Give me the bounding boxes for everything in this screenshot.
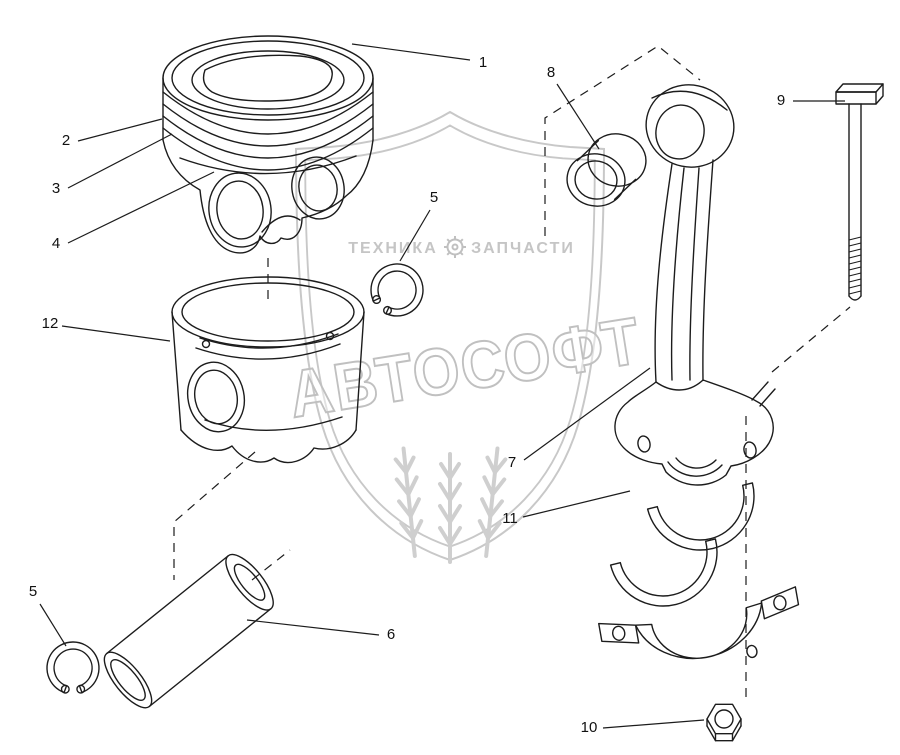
assembly-dashed-lines xyxy=(173,45,851,700)
watermark-text-left: ТЕХНИКА xyxy=(348,240,438,257)
piston-skirt xyxy=(171,276,365,464)
callout-4: 4 xyxy=(52,171,215,252)
small-end-bushing xyxy=(566,133,647,207)
callouts: 1 2 3 4 5 12 7 8 xyxy=(29,43,845,736)
callout-5-lower-label: 5 xyxy=(29,583,37,600)
callout-6-label: 6 xyxy=(387,626,395,643)
callout-10-label: 10 xyxy=(581,719,598,736)
callout-5-upper-label: 5 xyxy=(430,189,438,206)
big-end-cap xyxy=(598,586,800,660)
wheat-icon xyxy=(391,445,510,564)
callout-9-label: 9 xyxy=(777,92,785,109)
callout-12: 12 xyxy=(42,315,171,342)
callout-11: 11 xyxy=(502,490,631,527)
rod-nut xyxy=(706,703,742,742)
callout-5-upper: 5 xyxy=(399,189,438,262)
watermark-text-main: АВТОСОФТ xyxy=(284,303,646,432)
callout-4-label: 4 xyxy=(52,235,60,252)
callout-12-label: 12 xyxy=(42,315,59,332)
callout-3: 3 xyxy=(52,133,173,197)
snap-ring-upper xyxy=(360,253,434,327)
callout-2: 2 xyxy=(62,118,163,149)
bearing-shells xyxy=(609,482,755,607)
watermark: ТЕХНИКА ЗАПЧАСТИ АВТОСОФТ xyxy=(283,110,647,564)
callout-7-label: 7 xyxy=(508,454,516,471)
connecting-rod xyxy=(614,84,776,486)
gear-icon xyxy=(444,236,466,258)
callout-8: 8 xyxy=(547,64,600,150)
callout-5-lower: 5 xyxy=(29,583,67,647)
piston-pin xyxy=(103,553,274,709)
callout-2-label: 2 xyxy=(62,132,70,149)
callout-9: 9 xyxy=(777,92,845,109)
snap-ring-lower xyxy=(42,637,104,699)
watermark-text-right: ЗАПЧАСТИ xyxy=(471,240,575,257)
rod-bolt xyxy=(835,83,884,301)
callout-6: 6 xyxy=(246,619,395,643)
piston xyxy=(162,35,374,254)
callout-11-label: 11 xyxy=(502,510,518,527)
callout-1: 1 xyxy=(351,43,487,71)
callout-8-label: 8 xyxy=(547,64,555,81)
callout-10: 10 xyxy=(581,719,705,736)
callout-3-label: 3 xyxy=(52,180,60,197)
callout-7: 7 xyxy=(508,367,651,471)
callout-1-label: 1 xyxy=(479,54,487,71)
